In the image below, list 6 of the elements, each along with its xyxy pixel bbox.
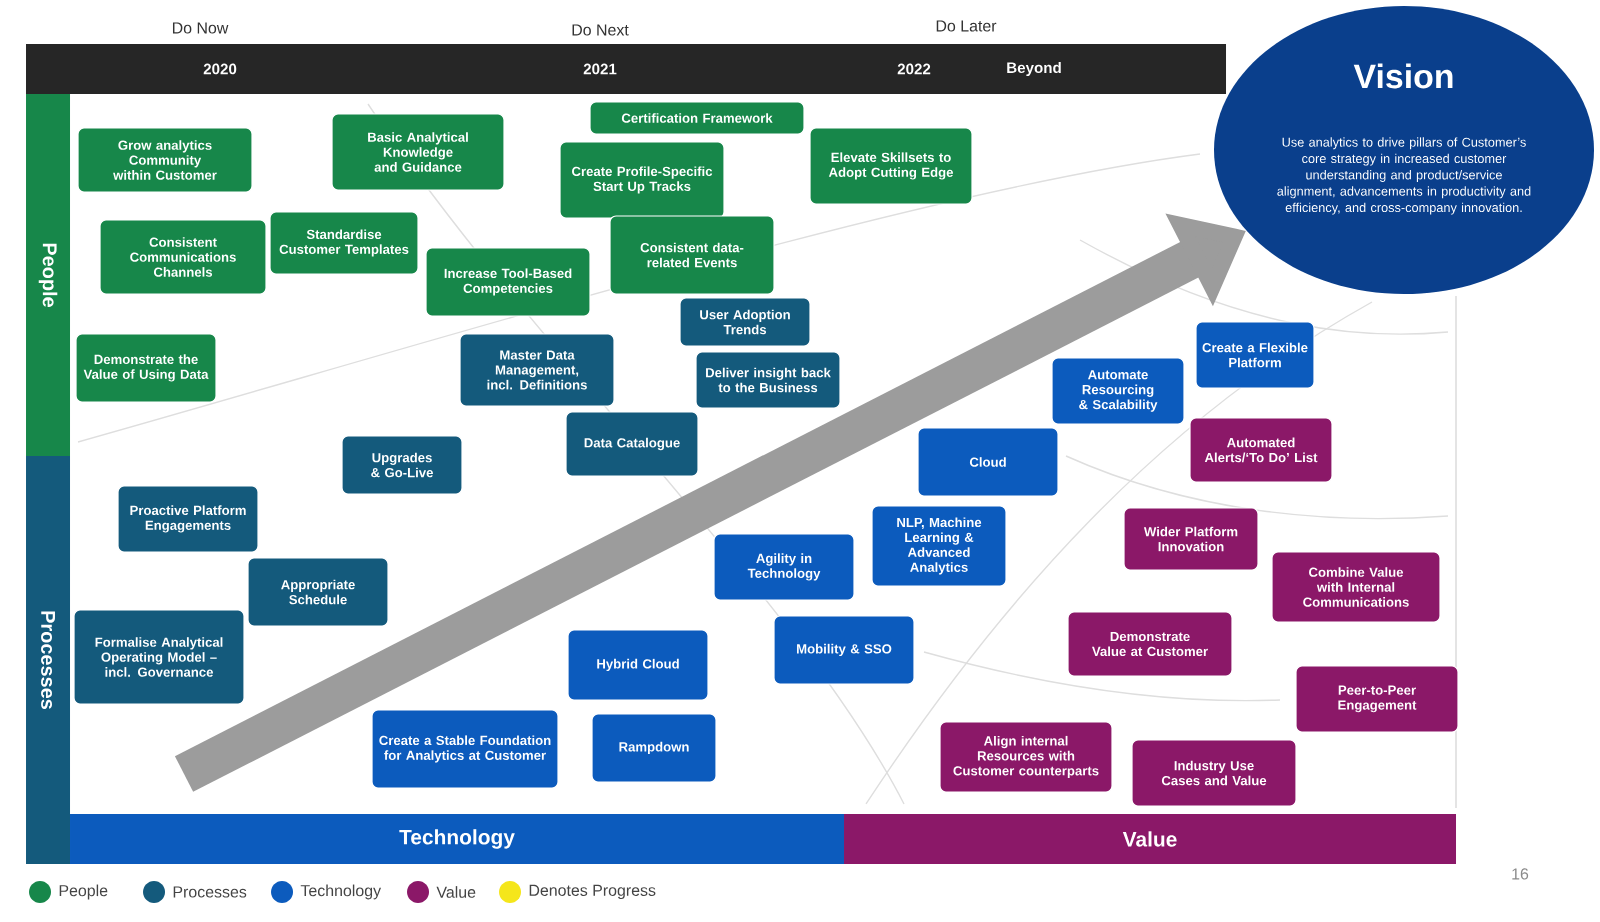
vision-ellipse [1214,6,1594,294]
vision-title: Vision [1353,63,1453,89]
category-band: People [26,94,70,456]
category-bar: Value [844,814,1456,864]
category-band: Processes [26,456,70,864]
category-bar: Technology [70,814,844,864]
